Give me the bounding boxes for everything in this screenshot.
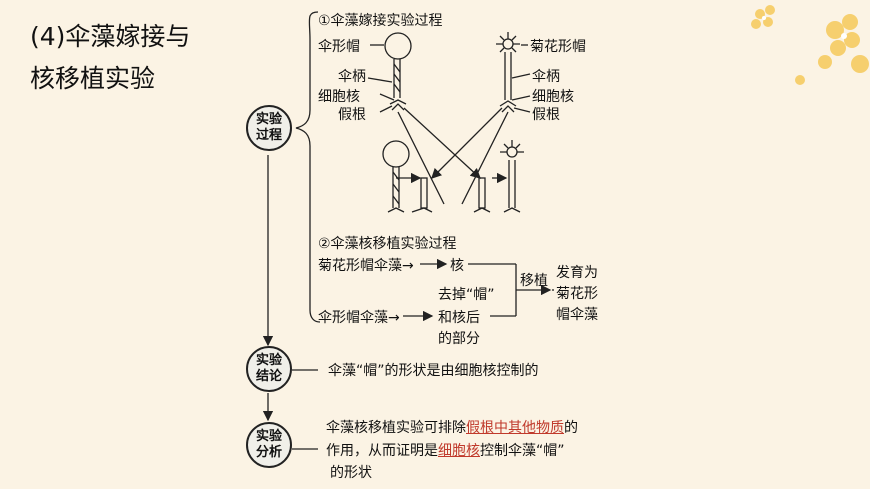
title-line-1: (4)伞藻嫁接与 xyxy=(30,22,191,51)
analysis-line1-c: 的 xyxy=(564,420,578,436)
graft-heading: ①伞藻嫁接实验过程 xyxy=(318,13,443,29)
left-stalk-label: 伞柄 xyxy=(338,69,366,85)
node-conclusion-line1: 实验 xyxy=(255,353,282,368)
right-stalk-label: 伞柄 xyxy=(532,69,560,85)
page-title: (4)伞藻嫁接与 核移植实验 xyxy=(30,18,190,98)
process-brace xyxy=(295,11,321,323)
analysis-line2-a: 作用，从而证明是 xyxy=(326,443,438,459)
node-process: 实验 过程 xyxy=(246,105,292,151)
result-line-3: 帽伞藻 xyxy=(556,307,598,323)
left-nucleus-label: 细胞核 xyxy=(318,89,360,105)
right-cap-label: 菊花形帽 xyxy=(530,39,586,55)
left-cap-label: 伞形帽 xyxy=(318,39,360,55)
analysis-line-1: 伞藻核移植实验可排除假根中其他物质的 xyxy=(326,417,578,437)
node-analysis: 实验 分析 xyxy=(246,422,292,468)
transplant-nucleus: 核 xyxy=(450,258,464,274)
conclusion-text: 伞藻“帽”的形状是由细胞核控制的 xyxy=(328,363,539,379)
left-rhizoid-label: 假根 xyxy=(338,107,366,123)
node-process-line1: 实验 xyxy=(255,112,282,127)
node-analysis-line1: 实验 xyxy=(255,429,282,444)
analysis-answer-2: 细胞核 xyxy=(438,443,480,459)
transplant-action: 移植 xyxy=(520,273,548,289)
transplant-source-2: 伞形帽伞藻→ xyxy=(318,310,400,326)
remove-line-2: 和核后 xyxy=(438,310,480,326)
analysis-line2-c: 控制伞藻“帽” xyxy=(480,443,565,459)
right-rhizoid-label: 假根 xyxy=(532,107,560,123)
transplant-source-1: 菊花形帽伞藻→ xyxy=(318,258,414,274)
node-conclusion: 实验 结论 xyxy=(246,346,292,392)
analysis-line-2: 作用，从而证明是细胞核控制伞藻“帽” xyxy=(326,440,565,460)
remove-line-1: 去掉“帽” xyxy=(438,287,495,303)
analysis-line-3: 的形状 xyxy=(330,465,372,481)
node-process-line2: 过程 xyxy=(255,128,282,143)
result-line-2: 菊花形 xyxy=(556,286,598,302)
node-conclusion-line2: 结论 xyxy=(255,369,282,384)
result-line-1: 发育为 xyxy=(556,265,598,281)
right-nucleus-label: 细胞核 xyxy=(532,89,574,105)
analysis-answer-1: 假根中其他物质 xyxy=(466,420,564,436)
transplant-heading: ②伞藻核移植实验过程 xyxy=(318,236,457,252)
title-line-2: 核移植实验 xyxy=(30,64,156,93)
node-analysis-line2: 分析 xyxy=(255,445,282,460)
remove-line-3: 的部分 xyxy=(438,331,480,347)
decorative-flowers xyxy=(751,5,869,85)
analysis-line1-a: 伞藻核移植实验可排除 xyxy=(326,420,466,436)
